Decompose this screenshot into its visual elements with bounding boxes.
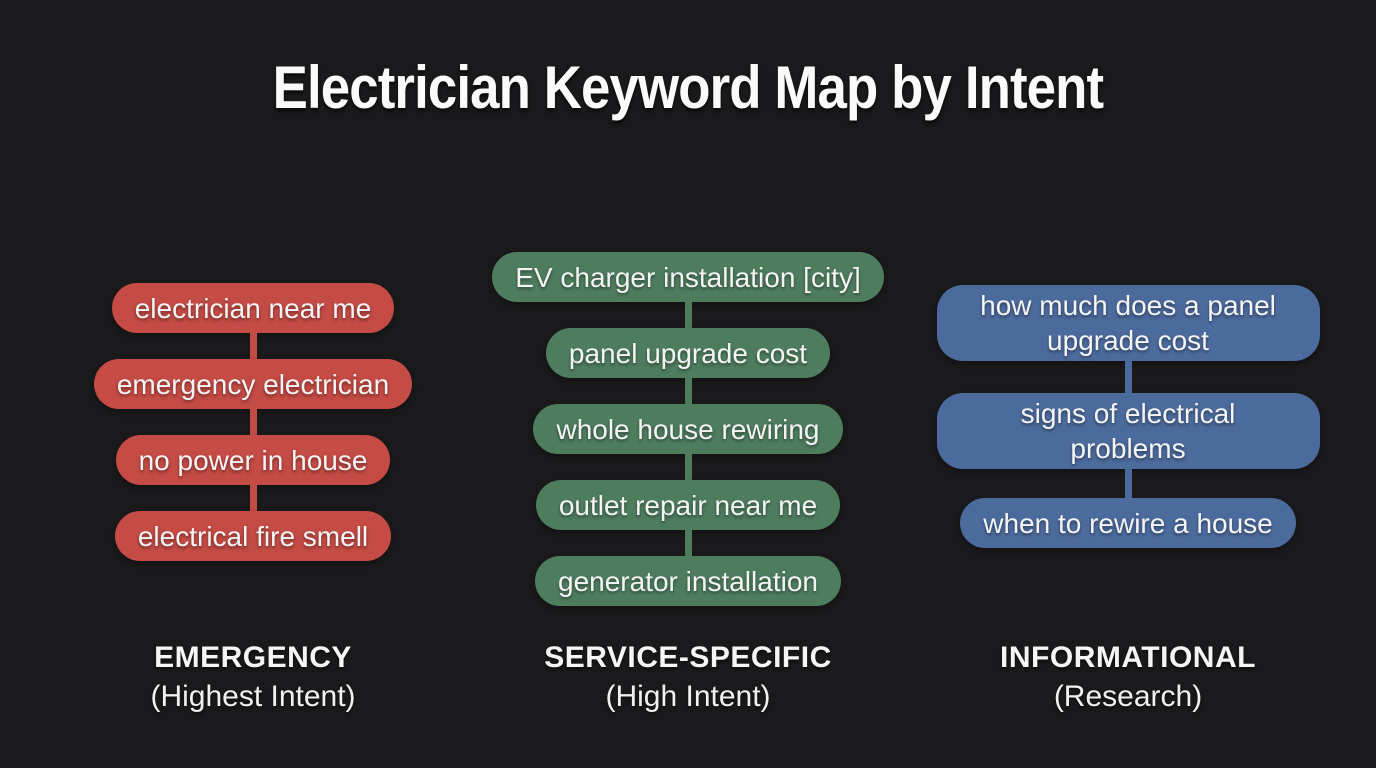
category-intent: (Highest Intent) bbox=[150, 680, 356, 713]
keyword-pill-panel-upgrade-cost: panel upgrade cost bbox=[545, 328, 831, 378]
category-name: SERVICE-SPECIFIC bbox=[544, 641, 832, 674]
keyword-pill-electrical-fire-smell: electrical fire smell bbox=[114, 511, 392, 561]
column-informational: how much does a panel upgrade cost signs… bbox=[928, 285, 1328, 548]
connector-line bbox=[1124, 361, 1132, 393]
page-title-wrap: Electrician Keyword Map by Intent bbox=[0, 58, 1376, 118]
keyword-pill-outlet-repair-near-me: outlet repair near me bbox=[535, 480, 841, 530]
connector-line bbox=[1124, 469, 1132, 498]
column-emergency: electrician near me emergency electricia… bbox=[53, 283, 453, 561]
category-intent: (Research) bbox=[1053, 680, 1203, 713]
keyword-pill-signs-of-electrical-problems: signs of electrical problems bbox=[936, 393, 1320, 469]
connector-line bbox=[684, 530, 692, 556]
connector-line bbox=[684, 378, 692, 404]
connector-line bbox=[684, 302, 692, 328]
category-label-service-specific: SERVICE-SPECIFIC (High Intent) bbox=[488, 641, 888, 714]
keyword-pill-emergency-electrician: emergency electrician bbox=[93, 359, 413, 409]
column-service-specific: EV charger installation [city] panel upg… bbox=[458, 252, 918, 606]
category-intent: (High Intent) bbox=[605, 680, 771, 713]
keyword-pill-panel-upgrade-cost-question: how much does a panel upgrade cost bbox=[936, 285, 1320, 361]
page-title: Electrician Keyword Map by Intent bbox=[272, 54, 1104, 121]
keyword-pill-no-power-in-house: no power in house bbox=[115, 435, 391, 485]
keyword-pill-whole-house-rewiring: whole house rewiring bbox=[533, 404, 843, 454]
category-name: INFORMATIONAL bbox=[1000, 641, 1256, 674]
keyword-pill-electrician-near-me: electrician near me bbox=[111, 283, 395, 333]
keyword-pill-generator-installation: generator installation bbox=[535, 556, 841, 606]
connector-line bbox=[249, 333, 257, 359]
keyword-pill-when-to-rewire-a-house: when to rewire a house bbox=[960, 498, 1296, 548]
connector-line bbox=[249, 409, 257, 435]
category-label-emergency: EMERGENCY (Highest Intent) bbox=[53, 641, 453, 714]
category-name: EMERGENCY bbox=[154, 641, 352, 674]
keyword-pill-ev-charger-installation: EV charger installation [city] bbox=[492, 252, 884, 302]
connector-line bbox=[249, 485, 257, 511]
connector-line bbox=[684, 454, 692, 480]
category-label-informational: INFORMATIONAL (Research) bbox=[928, 641, 1328, 714]
